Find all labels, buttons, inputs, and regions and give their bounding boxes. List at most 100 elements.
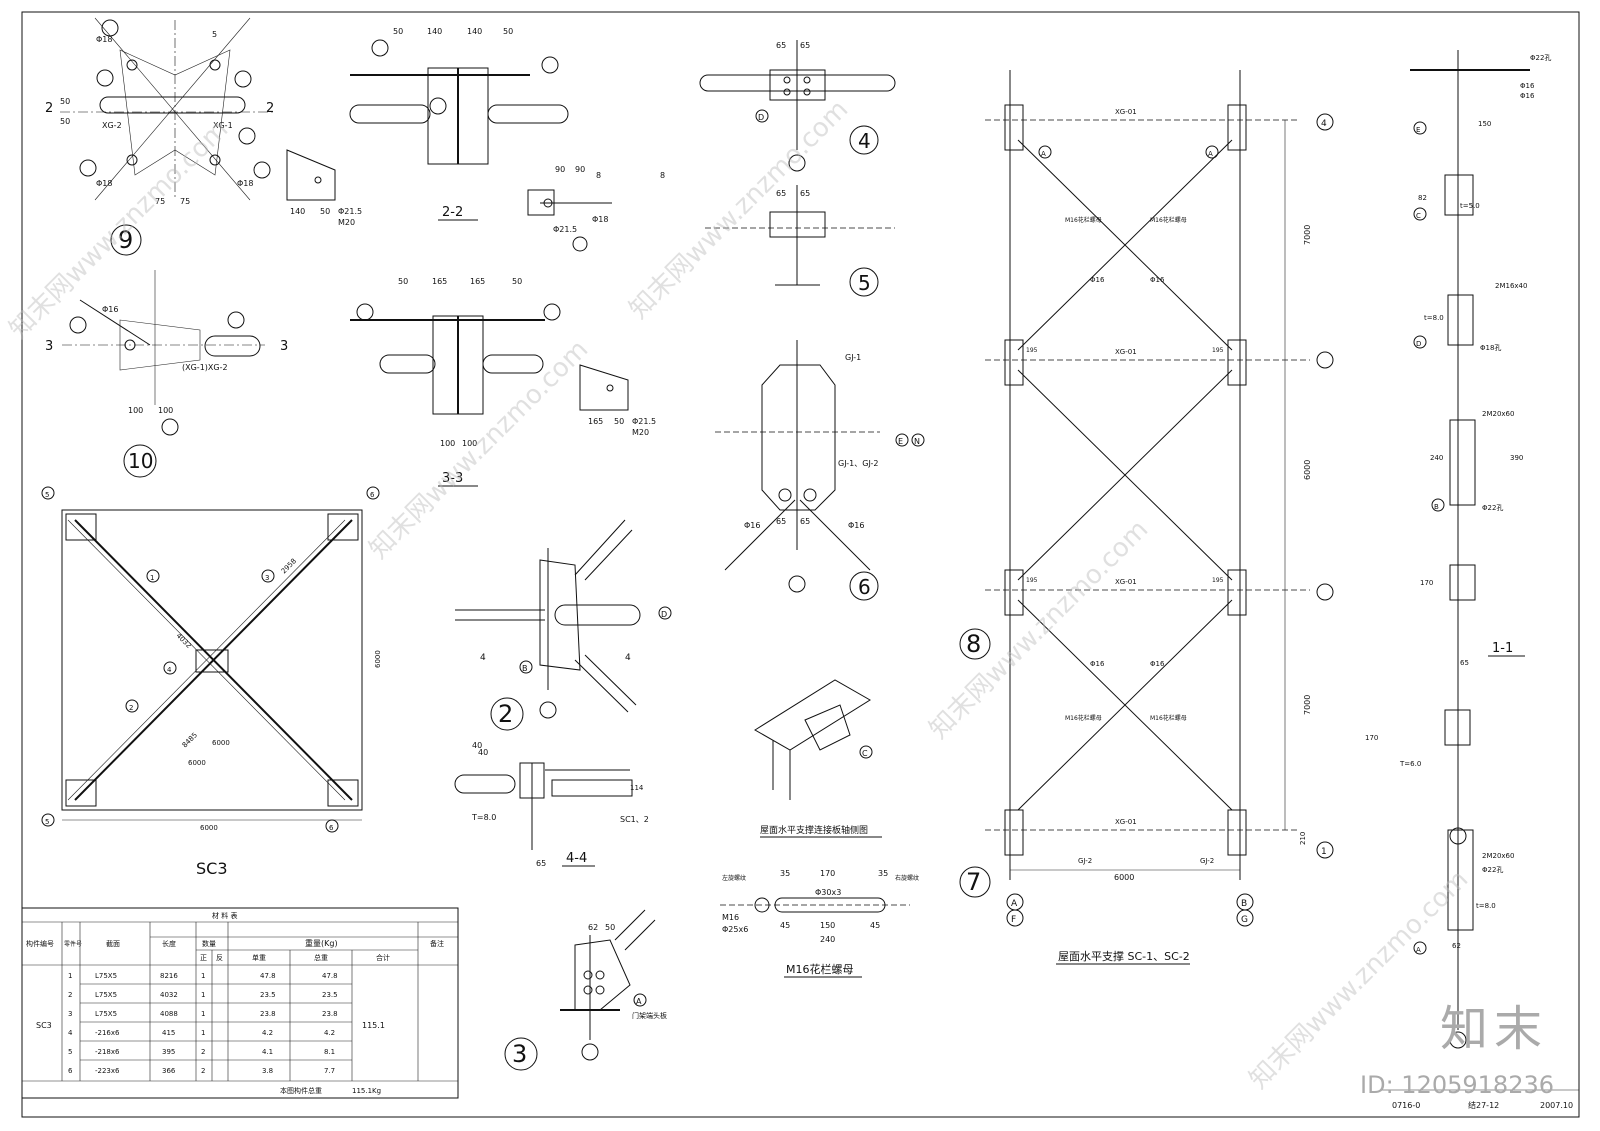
bp-8b: 8 bbox=[660, 171, 665, 180]
detail-9: XG-2 XG-1 Φ18 Φ18 Φ18 75 75 50 50 5 9 2 … bbox=[45, 17, 275, 256]
sc3-part4: 4 bbox=[167, 666, 172, 674]
d2-cut-a: 4 bbox=[480, 653, 486, 663]
bom-r5-no: 5 bbox=[68, 1048, 72, 1056]
bom-r5-unit: 4.1 bbox=[262, 1048, 273, 1056]
section-4-4: 40 40 T=8.0 SC1、2 114 65 4-4 bbox=[454, 741, 649, 868]
sc3-title: SC3 bbox=[196, 859, 228, 878]
bom-h-section: 截面 bbox=[106, 939, 120, 948]
bom-r5-sub: 8.1 bbox=[324, 1048, 335, 1056]
plan-195-c: 195 bbox=[1026, 577, 1038, 584]
d10-cut-right: 3 bbox=[280, 339, 288, 354]
d9-cut-left: 2 bbox=[45, 101, 53, 116]
d2-cut-b: 4 bbox=[625, 653, 631, 663]
sc3-part5b: 5 bbox=[45, 818, 49, 826]
pb-50: 50 bbox=[614, 417, 624, 426]
d10-dim-100a: 100 bbox=[128, 406, 143, 415]
bom-h-no: 零件号 bbox=[64, 940, 82, 948]
d4-D: D bbox=[758, 113, 764, 122]
plan-rod-a: M16花栏螺母 bbox=[1065, 216, 1102, 224]
watermark-text: 知末网www.znzmo.com bbox=[364, 334, 595, 565]
plan-195-a: 195 bbox=[1026, 347, 1038, 354]
m16-left: 左旋螺纹 bbox=[722, 874, 746, 882]
m16-turnbuckle: 35 170 35 Φ30x3 45 150 45 240 M16 Φ25x6 … bbox=[720, 869, 919, 978]
m16-caption: M16花栏螺母 bbox=[786, 962, 854, 976]
s44-40b: 40 bbox=[478, 748, 488, 757]
d9-cut-right: 2 bbox=[266, 101, 274, 116]
bom-r4-length: 415 bbox=[162, 1029, 175, 1037]
d6-phi16b: Φ16 bbox=[848, 521, 864, 530]
d9-label-xg2: XG-2 bbox=[102, 121, 122, 130]
tb-code: 0716-0 bbox=[1392, 1101, 1420, 1110]
d6-no: 6 bbox=[858, 575, 871, 599]
bom-r1-unit: 47.8 bbox=[260, 972, 276, 980]
bom-r6-sub: 7.7 bbox=[324, 1067, 335, 1075]
s11-A: A bbox=[1416, 946, 1421, 954]
detail-2: D B 4 4 2 bbox=[455, 519, 672, 731]
detail-5: 65 65 5 bbox=[705, 185, 895, 297]
d10-dim-100b: 100 bbox=[158, 406, 173, 415]
bom-row: 5 -218x6 395 2 4.1 8.1 bbox=[68, 1048, 335, 1056]
plan-rod-c: M16花栏螺母 bbox=[1065, 714, 1102, 722]
s11-390: 390 bbox=[1510, 454, 1523, 462]
bom-r5-section: -218x6 bbox=[95, 1048, 120, 1056]
s33-100a: 100 bbox=[440, 439, 455, 448]
m16-35b: 35 bbox=[878, 869, 888, 878]
sc3-part6a: 6 bbox=[370, 491, 375, 499]
s11-C: C bbox=[1416, 212, 1421, 220]
bolt-plate-detail: 90 90 8 8 Φ18 Φ21.5 bbox=[527, 165, 665, 252]
d4-no: 4 bbox=[858, 129, 871, 153]
s11-B: B bbox=[1434, 503, 1439, 511]
m16-240: 240 bbox=[820, 935, 835, 944]
plan-7000-b: 7000 bbox=[1303, 695, 1312, 715]
d3-A: A bbox=[636, 997, 642, 1006]
d2-no: 2 bbox=[498, 700, 513, 728]
bom-r1-zheng: 1 bbox=[201, 972, 205, 980]
pa-50: 50 bbox=[320, 207, 330, 216]
bom-r6-section: -223x6 bbox=[95, 1067, 120, 1075]
plan-grid-A: A bbox=[1011, 899, 1018, 909]
d4-65a: 65 bbox=[776, 41, 786, 50]
d9-dim-75b: 75 bbox=[180, 197, 190, 206]
s11-title: 1-1 bbox=[1492, 641, 1513, 656]
bom-footer-label: 本图构件总重 bbox=[280, 1086, 322, 1095]
d5-65b: 65 bbox=[800, 189, 810, 198]
s33-165b: 165 bbox=[470, 277, 485, 286]
plan-phi16-c: Φ16 bbox=[1090, 660, 1105, 668]
d5-no: 5 bbox=[858, 271, 871, 295]
tb-date: 2007.10 bbox=[1540, 1101, 1573, 1110]
s44-t8: T=8.0 bbox=[471, 813, 496, 822]
detail-4: 65 65 D 4 bbox=[699, 40, 896, 172]
detail-10: Φ16 (XG-1)XG-2 100 100 10 3 3 bbox=[45, 270, 288, 478]
bom-footer-value: 115.1Kg bbox=[352, 1087, 381, 1095]
d10-xg: (XG-1)XG-2 bbox=[182, 363, 228, 372]
bom-r2-no: 2 bbox=[68, 991, 72, 999]
bom-total: 115.1 bbox=[362, 1021, 385, 1030]
plan-xg01-a: XG-01 bbox=[1115, 108, 1137, 116]
d9-phi18-a: Φ18 bbox=[96, 35, 112, 44]
bom-table: 材 料 表 构件编号 零件号 截面 长度 数量 正 反 重量(Kg) 单重 总重… bbox=[21, 907, 459, 1099]
s11-82a: 82 bbox=[1418, 194, 1427, 202]
sheet-border bbox=[21, 11, 1580, 1118]
m16-45b: 45 bbox=[870, 921, 880, 930]
plan-no-7: 7 bbox=[966, 868, 981, 896]
s11-phi22k-c: Φ22孔 bbox=[1482, 866, 1503, 874]
plan-195-b: 195 bbox=[1212, 347, 1224, 354]
bom-row: 1 L75X5 8216 1 47.8 47.8 bbox=[68, 972, 338, 980]
watermark-text: 知末网www.znzmo.com bbox=[624, 94, 855, 325]
section-3-3: 165 165 50 50 100 100 3-3 bbox=[350, 277, 561, 487]
bom-r6-no: 6 bbox=[68, 1067, 73, 1075]
bom-r3-no: 3 bbox=[68, 1010, 72, 1018]
plan-rod-b: M16花栏螺母 bbox=[1150, 216, 1187, 224]
plan-phi16-b: Φ16 bbox=[1150, 276, 1165, 284]
d3-50: 50 bbox=[605, 923, 615, 932]
bom-r5-zheng: 2 bbox=[201, 1048, 205, 1056]
plan-gj2-a: GJ-2 bbox=[1078, 857, 1092, 865]
s11-170b: 170 bbox=[1365, 734, 1378, 742]
bom-h-qty: 数量 bbox=[202, 939, 216, 948]
d10-phi16: Φ16 bbox=[102, 305, 118, 314]
d9-label-xg1: XG-1 bbox=[213, 121, 233, 130]
pb-m20: M20 bbox=[632, 428, 649, 437]
d6-gj1: GJ-1 bbox=[845, 353, 861, 362]
sc3-6000-diag: 6000 bbox=[212, 739, 230, 747]
sc3-frame bbox=[61, 509, 363, 811]
